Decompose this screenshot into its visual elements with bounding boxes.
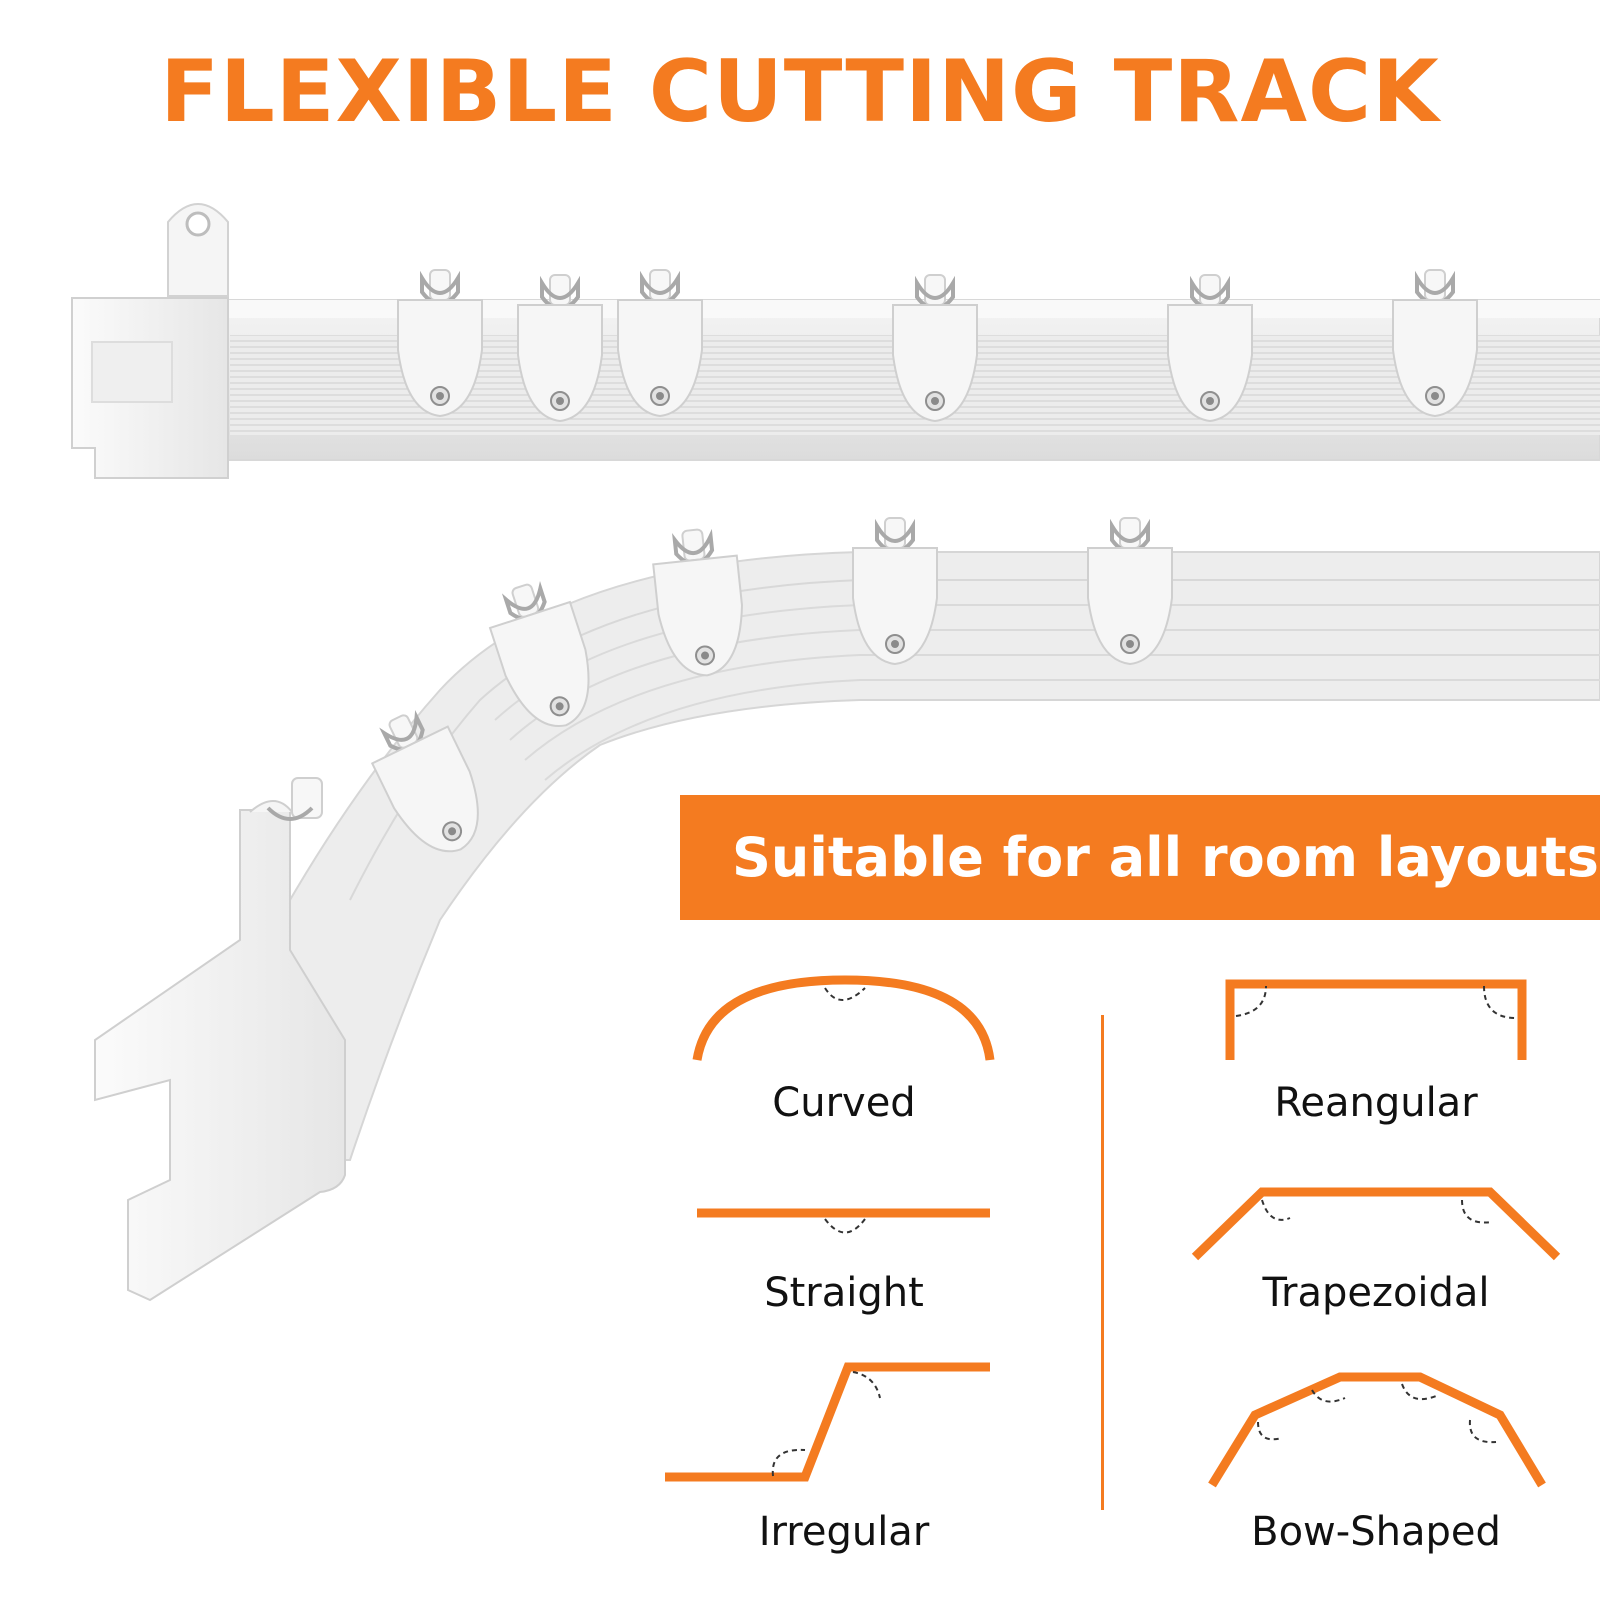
banner-text: Suitable for all room layouts xyxy=(732,826,1599,889)
trapezoidal-track-icon xyxy=(1191,1187,1561,1261)
layout-divider xyxy=(1101,1015,1104,1510)
layout-label-bow-shaped: Bow-Shaped xyxy=(1251,1509,1501,1555)
bow-shaped-track-icon xyxy=(1208,1372,1546,1488)
layout-label-trapezoidal: Trapezoidal xyxy=(1262,1270,1490,1316)
straight-track-icon xyxy=(697,1208,990,1234)
layout-label-reangular: Reangular xyxy=(1274,1080,1478,1126)
layout-label-irregular: Irregular xyxy=(758,1509,930,1555)
irregular-track-icon xyxy=(665,1362,990,1482)
rectangular-track-icon xyxy=(1225,979,1527,1060)
curved-track-icon xyxy=(692,975,995,1061)
page-title: FLEXIBLE CUTTING TRACK xyxy=(160,42,1440,142)
layout-label-straight: Straight xyxy=(764,1270,924,1316)
layout-label-curved: Curved xyxy=(772,1080,916,1126)
layouts-banner: Suitable for all room layouts xyxy=(680,795,1600,920)
